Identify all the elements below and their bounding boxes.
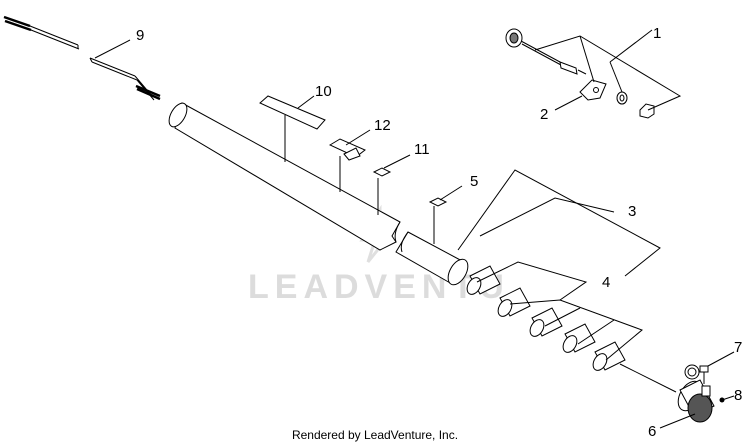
callout-11: 11 xyxy=(414,141,430,158)
bushings-part-4 xyxy=(466,265,626,371)
callout-12: 12 xyxy=(374,117,391,134)
callout-3: 3 xyxy=(628,203,636,220)
bushing-2 xyxy=(497,287,531,317)
callout-6: 6 xyxy=(648,423,656,440)
bushing-3 xyxy=(529,307,563,337)
bracket-part-2 xyxy=(579,79,655,119)
decal-part-10 xyxy=(259,95,326,162)
decal-part-5 xyxy=(428,197,448,244)
bushing-1 xyxy=(466,265,501,295)
callout-9: 9 xyxy=(136,27,144,44)
bushing-5 xyxy=(592,341,626,371)
callout-5: 5 xyxy=(470,173,478,190)
bushing-4 xyxy=(562,323,596,353)
callout-7: 7 xyxy=(734,339,742,356)
callout-8: 8 xyxy=(734,387,742,404)
callout-1: 1 xyxy=(653,25,661,42)
callout-4: 4 xyxy=(602,274,610,291)
decal-part-12 xyxy=(328,138,366,192)
throttle-cable-part-1 xyxy=(505,28,587,75)
callout-10: 10 xyxy=(315,83,332,100)
callout-2: 2 xyxy=(540,106,548,123)
drive-cable-part-9 xyxy=(3,15,161,101)
screw-part-7 xyxy=(699,365,709,384)
callout-numbers: 1 2 3 4 5 6 7 8 9 10 12 11 xyxy=(136,25,742,440)
decal-part-11 xyxy=(372,167,392,215)
drive-shaft-tube xyxy=(168,102,469,286)
gear-head-part-6 xyxy=(619,363,715,423)
leader-lines xyxy=(94,29,735,429)
render-credit: Rendered by LeadVenture, Inc. xyxy=(291,428,459,442)
